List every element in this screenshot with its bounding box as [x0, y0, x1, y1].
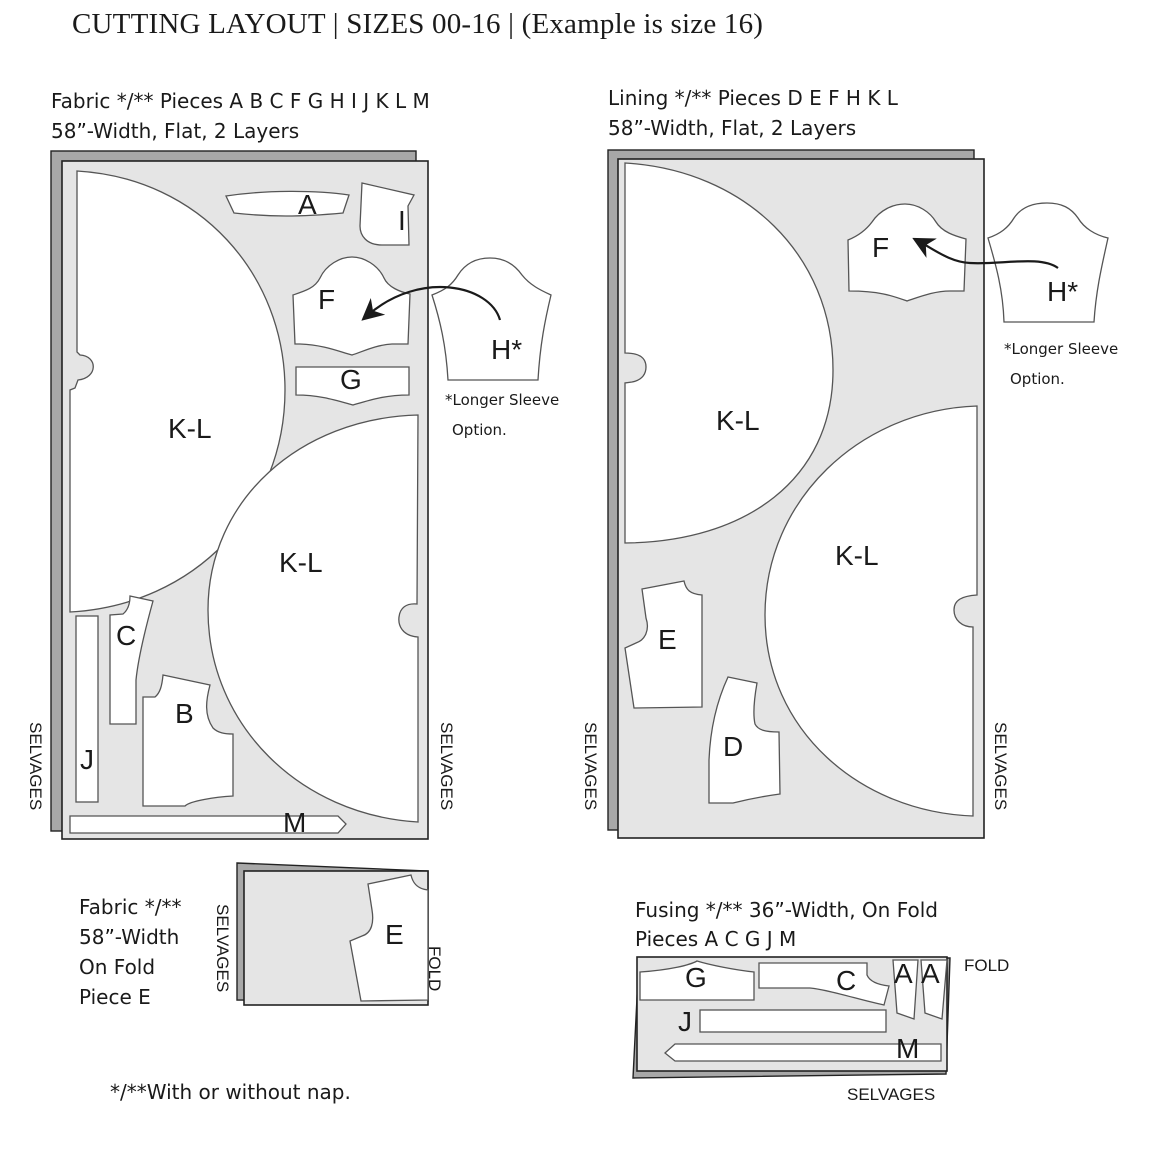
label-h-lining: H*	[1047, 276, 1078, 307]
piece-kl-top-lining	[624, 162, 834, 544]
label-a: A	[298, 189, 317, 220]
label-a2-fusing: A	[921, 958, 940, 989]
piece-d-lining	[708, 676, 781, 804]
label-j-fusing: J	[678, 1006, 692, 1037]
lining-sleeve-note-line1: *Longer Sleeve	[1004, 340, 1119, 358]
piece-f	[292, 256, 411, 356]
fusing-heading: Fusing */** 36”-Width, On Fold	[635, 898, 938, 922]
fusing-fold-label: FOLD	[964, 956, 1010, 975]
piece-e-fold	[349, 874, 429, 1002]
fabric-heading: Fabric */** Pieces A B C F G H I J K L M	[51, 89, 430, 113]
piece-f-lining	[847, 203, 967, 302]
fold-fabric-line2: 58”-Width	[79, 925, 180, 949]
lining-sleeve-note-line2: Option.	[1010, 370, 1065, 388]
fold-fabric-line1: Fabric */**	[79, 895, 182, 919]
arrow-icon	[361, 285, 502, 321]
label-kl-top: K-L	[168, 413, 212, 444]
piece-a	[225, 190, 350, 217]
fabric-sleeve-note-line2: Option.	[452, 421, 507, 439]
label-j: J	[80, 744, 94, 775]
label-f-lining: F	[872, 232, 889, 263]
label-g: G	[340, 364, 362, 395]
fold-selvage-label: SELVAGES	[213, 904, 232, 993]
label-e-lining: E	[658, 624, 677, 655]
piece-m-fusing	[663, 1043, 942, 1062]
piece-a1-fusing	[892, 959, 919, 1020]
piece-i	[359, 182, 415, 246]
label-f: F	[318, 284, 335, 315]
piece-e-lining	[624, 580, 703, 709]
lining-subheading: 58”-Width, Flat, 2 Layers	[608, 116, 857, 140]
label-c-fusing: C	[836, 965, 856, 996]
piece-b	[142, 674, 234, 807]
piece-g-fusing	[639, 960, 755, 1001]
label-m: M	[283, 807, 306, 838]
piece-kl-bottom-lining	[764, 405, 978, 817]
label-e-fold: E	[385, 919, 404, 950]
piece-c-fusing	[758, 962, 890, 1006]
piece-j	[75, 615, 99, 803]
fabric-sleeve-note-line1: *Longer Sleeve	[445, 391, 560, 409]
fabric-fold-layout	[236, 862, 429, 1006]
piece-j-fusing	[699, 1009, 887, 1033]
fusing-selvage-label: SELVAGES	[847, 1085, 936, 1104]
arrow-icon-lining	[912, 237, 1059, 269]
piece-kl-bottom	[207, 414, 419, 823]
fabric-layout	[50, 150, 552, 840]
lining-heading: Lining */** Pieces D E F H K L	[608, 86, 898, 110]
label-m-fusing: M	[896, 1033, 919, 1064]
fabric-subheading: 58”-Width, Flat, 2 Layers	[51, 119, 300, 143]
label-b: B	[175, 698, 194, 729]
piece-g	[295, 366, 410, 406]
label-h: H*	[491, 334, 522, 365]
piece-a2-fusing	[920, 959, 948, 1020]
fabric-selvage-right: SELVAGES	[437, 722, 456, 811]
fold-label: FOLD	[425, 946, 444, 992]
lining-selvage-left: SELVAGES	[581, 722, 600, 811]
label-kl-bottom-lining: K-L	[835, 540, 879, 571]
label-kl-top-lining: K-L	[716, 405, 760, 436]
piece-c	[109, 595, 154, 725]
fusing-subheading: Pieces A C G J M	[635, 927, 797, 951]
fusing-layout	[632, 956, 951, 1079]
label-kl-bottom: K-L	[279, 547, 323, 578]
footnote: */**With or without nap.	[110, 1080, 351, 1104]
label-i: I	[398, 205, 406, 236]
page-title: CUTTING LAYOUT | SIZES 00-16 | (Example …	[72, 8, 764, 40]
label-c: C	[116, 620, 136, 651]
fabric-selvage-left: SELVAGES	[26, 722, 45, 811]
fold-fabric-line3: On Fold	[79, 955, 156, 979]
lining-layout	[607, 149, 1109, 839]
label-d-lining: D	[723, 731, 743, 762]
label-g-fusing: G	[685, 962, 707, 993]
label-a1-fusing: A	[894, 958, 913, 989]
piece-m	[69, 815, 347, 834]
fold-fabric-line4: Piece E	[79, 985, 151, 1009]
lining-selvage-right: SELVAGES	[991, 722, 1010, 811]
